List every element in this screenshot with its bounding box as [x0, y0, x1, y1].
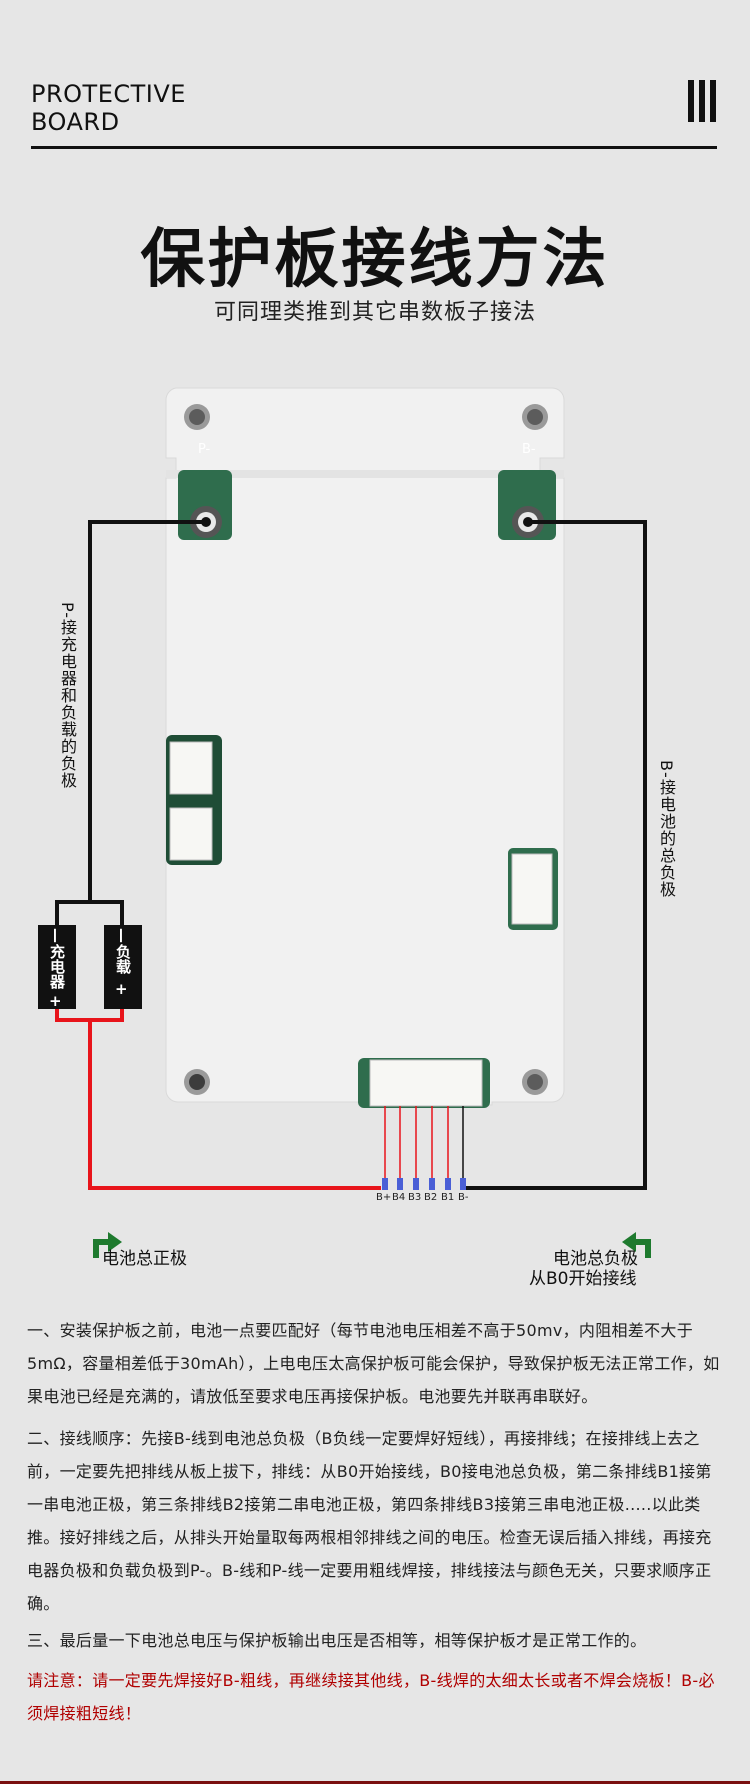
- battery-negative-label: 电池总负极: [553, 1249, 638, 1269]
- positive-wires: [55, 1000, 381, 1190]
- brand-line-2: BOARD: [31, 108, 120, 136]
- charger-minus: —: [47, 928, 65, 943]
- instruction-paragraph-3: 三、最后量一下电池总电压与保护板输出电压是否相等，相等保护板才是正常工作的。: [27, 1631, 647, 1650]
- battery-positive-label: 电池总正极: [102, 1249, 187, 1269]
- battery-negative-sublabel: 从B0开始接线: [529, 1269, 637, 1289]
- bottom-border: [0, 1781, 750, 1784]
- page-subtitle: 可同理类推到其它串数板子接法: [213, 300, 536, 325]
- pin-label: B-: [458, 1192, 469, 1203]
- pin-label: B2: [424, 1192, 438, 1203]
- wiring-diagram: P- B- P-接充电器和负载的负极 B-接电池的总负极 — 充电器 + — 负…: [0, 370, 750, 1300]
- ribbon-terminals: [382, 1178, 466, 1190]
- load-box: [104, 925, 142, 1009]
- load-label: 负载: [114, 944, 132, 974]
- charger-plus: +: [49, 992, 62, 1010]
- load-minus: —: [113, 928, 131, 943]
- pad-label-b-minus: B-: [522, 442, 536, 457]
- ribbon-wires: [384, 1106, 464, 1178]
- protective-board: [165, 387, 565, 1108]
- pin-label: B+: [376, 1192, 392, 1203]
- header-divider: [31, 146, 717, 149]
- pin-label: B1: [441, 1192, 455, 1203]
- page-title: 保护板接线方法: [140, 223, 610, 297]
- warning-paragraph: 请注意：请一定要先焊接好B-粗线，再继续接其他线，B-线焊的太细太长或者不焊会烧…: [27, 1671, 715, 1723]
- instruction-paragraph-2: 二、接线顺序：先接B-线到电池总负极（B负线一定要焊好短线），再接排线；在接排线…: [27, 1429, 712, 1613]
- left-wire-label: P-接充电器和负载的负极: [58, 602, 77, 790]
- negative-arrow-icon: [622, 1232, 651, 1258]
- wiring-diagram-svg: [38, 387, 651, 1258]
- right-wire-label: B-接电池的总负极: [657, 760, 676, 898]
- load-plus: +: [115, 980, 128, 998]
- instruction-paragraph-1: 一、安装保护板之前，电池一点要匹配好（每节电池电压相差不高于50mv，内阻相差不…: [27, 1321, 720, 1406]
- charger-box: [38, 925, 76, 1009]
- pin-label: B4: [392, 1192, 406, 1203]
- pad-label-p-minus: P-: [198, 442, 211, 457]
- pin-label: B3: [408, 1192, 422, 1203]
- positive-arrow-icon: [93, 1232, 122, 1258]
- charger-label: 充电器: [48, 944, 66, 989]
- brand-line-1: PROTECTIVE: [31, 80, 186, 108]
- brand-title: PROTECTIVE BOARD: [31, 80, 186, 136]
- three-bars-icon[interactable]: [688, 80, 716, 122]
